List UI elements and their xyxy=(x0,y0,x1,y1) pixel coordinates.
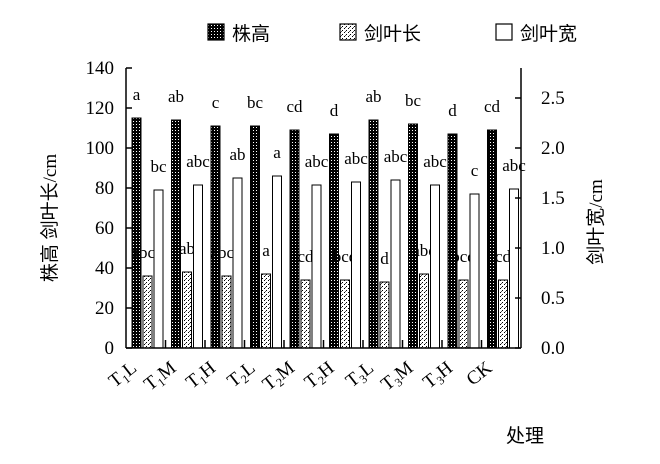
y-tick-label-left: 120 xyxy=(86,98,115,119)
y-tick-label-right: 1.0 xyxy=(541,238,565,259)
data-label: bc xyxy=(247,93,264,112)
data-label: cd xyxy=(297,247,314,266)
data-label: c xyxy=(212,93,220,112)
y-tick-label-right: 2.0 xyxy=(541,138,565,159)
legend-label: 剑叶宽 xyxy=(520,23,577,45)
data-label: abc xyxy=(186,152,210,171)
bar-plant-height xyxy=(250,125,260,349)
bar-leaf-width xyxy=(509,188,519,349)
y-tick-label-left: 40 xyxy=(95,258,114,279)
legend-swatch xyxy=(339,23,357,41)
y-tick-label-right: 2.5 xyxy=(541,88,565,109)
y-tick-label-left: 100 xyxy=(86,138,115,159)
data-label: d xyxy=(380,249,389,268)
bar-leaf-length xyxy=(300,279,311,349)
data-label: ab xyxy=(179,239,195,258)
data-label: cd xyxy=(484,97,501,116)
x-tick-label: T2M xyxy=(259,357,300,396)
y-axis-title-right: 剑叶宽/cm xyxy=(585,179,607,265)
x-axis-title: 处理 xyxy=(506,425,544,447)
y-tick-label-right: 0.5 xyxy=(541,288,565,309)
data-label: a xyxy=(262,241,270,260)
y-tick-label-left: 140 xyxy=(86,58,115,79)
bar-leaf-width xyxy=(232,177,243,349)
legend-swatch xyxy=(207,23,225,41)
bar-leaf-width xyxy=(469,193,480,349)
bar-plant-height xyxy=(171,119,181,349)
y-tick-label-right: 0.0 xyxy=(541,338,565,359)
data-label: ab xyxy=(365,87,381,106)
data-label: c xyxy=(471,161,479,180)
bar-plant-height xyxy=(487,129,497,349)
x-tick-label: T1L xyxy=(105,357,142,393)
data-label: abc xyxy=(384,147,408,166)
bar-leaf-width xyxy=(390,179,401,349)
data-label: a xyxy=(273,143,281,162)
legend-swatch xyxy=(495,23,513,41)
x-tick-label: T2H xyxy=(301,357,340,395)
bar-plant-height xyxy=(447,133,458,349)
y-tick-label-left: 60 xyxy=(95,218,114,239)
x-tick-label: T3M xyxy=(377,357,418,396)
bar-leaf-length xyxy=(458,279,469,349)
bar-plant-height xyxy=(368,119,379,349)
bar-leaf-width xyxy=(430,184,440,349)
bar-leaf-width xyxy=(153,189,164,349)
bar-leaf-width xyxy=(351,181,361,349)
data-label: cd xyxy=(286,97,303,116)
legend: 株高 剑叶长 剑叶宽 xyxy=(207,23,577,45)
bar-leaf-length xyxy=(379,281,390,349)
bar-leaf-length xyxy=(340,279,350,349)
bar-leaf-length xyxy=(419,273,429,349)
bar-leaf-width xyxy=(272,175,282,349)
y-axis-title-left: 株高 剑叶长/cm xyxy=(39,154,61,282)
x-tick-label: T3L xyxy=(342,357,379,393)
x-tick-label: T3H xyxy=(419,357,458,395)
data-label: bc xyxy=(405,91,422,110)
data-label: cd xyxy=(495,247,512,266)
bar-leaf-width xyxy=(193,184,203,349)
y-tick-label-left: 0 xyxy=(105,338,115,359)
bar-leaf-length xyxy=(221,275,232,349)
x-tick-label: CK xyxy=(463,357,497,390)
legend-label: 株高 xyxy=(232,23,270,45)
bar-leaf-length xyxy=(498,279,508,349)
data-label: ab xyxy=(229,145,245,164)
x-tick-label: T2L xyxy=(223,357,260,393)
y-tick-label-right: 1.5 xyxy=(541,188,565,209)
data-label: abc xyxy=(502,156,526,175)
data-label: abc xyxy=(423,152,447,171)
bar-leaf-width xyxy=(311,184,322,349)
x-tick-label: T1H xyxy=(182,357,221,395)
bar-plant-height xyxy=(408,123,418,349)
plot-area: aabcdbcabababccabcdabbcaacdcdabcdbcdabca… xyxy=(131,85,526,349)
bar-plant-height xyxy=(210,125,221,349)
bar-plant-height xyxy=(329,133,339,349)
y-tick-label-left: 20 xyxy=(95,298,114,319)
bar-leaf-length xyxy=(142,275,153,349)
legend-label: 剑叶长 xyxy=(364,23,421,45)
bar-leaf-length xyxy=(261,273,271,349)
bar-plant-height xyxy=(131,117,142,349)
bar-leaf-length xyxy=(182,271,192,349)
bar-plant-height xyxy=(289,129,300,349)
x-tick-label: T1M xyxy=(140,357,181,396)
data-label: d xyxy=(330,101,339,120)
data-label: abc xyxy=(344,149,368,168)
data-label: d xyxy=(448,101,457,120)
data-label: a xyxy=(133,85,141,104)
y-tick-label-left: 80 xyxy=(95,178,114,199)
data-label: bc xyxy=(150,157,167,176)
data-label: ab xyxy=(168,87,184,106)
data-label: abc xyxy=(305,152,329,171)
